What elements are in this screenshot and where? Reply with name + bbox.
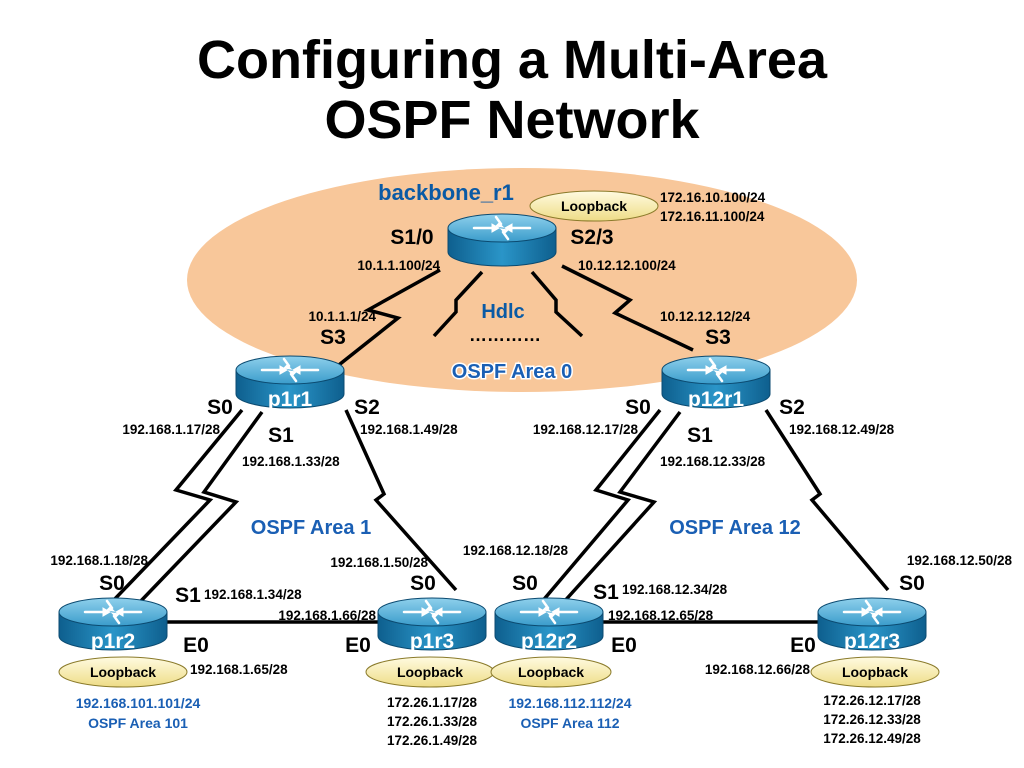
link-p12r1-p12r2-s0	[538, 408, 662, 606]
p1r1-s1-port: S1	[268, 424, 294, 447]
loopback-backbone-label: Loopback	[561, 198, 627, 214]
p12r3-s0-port: S0	[899, 572, 925, 595]
p12r3-e0-port: E0	[790, 634, 816, 657]
area-0-label: OSPF Area 0	[452, 361, 572, 383]
area-1-label: OSPF Area 1	[251, 517, 371, 539]
p1r1-s2-port: S2	[354, 396, 380, 419]
link-p1r1-p1r3	[344, 409, 458, 592]
p12r1-s2-port: S2	[779, 396, 805, 419]
backbone-ip-left: 10.1.1.100/24	[357, 258, 440, 273]
p12r2-s0-port: S0	[512, 572, 538, 595]
p1r3-loopback-ip-3: 172.26.1.49/28	[387, 733, 478, 748]
router-name: p12r2	[521, 630, 577, 653]
title-line-2: OSPF Network	[324, 90, 700, 150]
hdlc-dots: …………	[469, 325, 541, 345]
router-name: p12r3	[844, 630, 900, 653]
p1r3-loopback-ip-2: 172.26.1.33/28	[387, 714, 478, 729]
p12r1-s0-ip: 192.168.12.17/28	[533, 422, 639, 437]
p1r1-s3-port: S3	[320, 326, 346, 349]
p1r3-e0-ip: 192.168.1.66/28	[278, 608, 376, 623]
link-hdlc-right	[530, 270, 584, 338]
p1r2-loopback-ip: 192.168.101.101/24	[76, 695, 201, 711]
p1r3-loopback-ip-1: 172.26.1.17/28	[387, 695, 478, 710]
p12r1-s1-ip: 192.168.12.33/28	[660, 454, 766, 469]
p1r1-s3-ip: 10.1.1.1/24	[308, 309, 376, 324]
p1r2-e0-ip: 192.168.1.65/28	[190, 662, 288, 677]
backbone-loopback-ip-1: 172.16.10.100/24	[660, 190, 766, 205]
page-title: Configuring a Multi-Area OSPF Network	[0, 30, 1024, 150]
backbone-port-left: S1/0	[390, 226, 433, 249]
hdlc-label: Hdlc	[481, 301, 524, 323]
p1r1-s0-ip: 192.168.1.17/28	[122, 422, 220, 437]
loopback-p12r2-label: Loopback	[518, 664, 584, 680]
p12r2-e0-port: E0	[611, 634, 637, 657]
p1r1-s1-ip: 192.168.1.33/28	[242, 454, 340, 469]
loopbacks: Loopback Loopback Loopback Loopback Loop…	[58, 190, 940, 688]
p1r2-e0-port: E0	[183, 634, 209, 657]
p1r3-e0-port: E0	[345, 634, 371, 657]
loopback-p1r2-label: Loopback	[90, 664, 156, 680]
router-p12r1: p12r1	[660, 354, 772, 411]
p12r3-e0-ip: 192.168.12.66/28	[705, 662, 811, 677]
p12r3-loopback-ip-3: 172.26.12.49/28	[823, 731, 921, 746]
loopback-p12r2	[490, 656, 612, 688]
router-name: p12r1	[688, 388, 744, 411]
router-name: p1r1	[268, 388, 313, 411]
link-backbone-p1r1	[328, 268, 441, 374]
p12r3-loopback-ip-2: 172.26.12.33/28	[823, 712, 921, 727]
p1r3-s0-port: S0	[410, 572, 436, 595]
link-backbone-p12r1	[561, 264, 694, 352]
p1r2-s1-ip: 192.168.1.34/28	[204, 587, 302, 602]
links	[108, 264, 890, 624]
p1r2-s0-ip: 192.168.1.18/28	[50, 553, 148, 568]
p1r1-s0-port: S0	[207, 396, 233, 419]
loopback-p12r3-label: Loopback	[842, 664, 908, 680]
link-hdlc-left	[432, 270, 484, 338]
backbone-area-ellipse	[187, 168, 857, 392]
router-p12r3: p12r3	[816, 596, 928, 653]
p12r2-area: OSPF Area 112	[520, 715, 619, 731]
loopback-p1r3-label: Loopback	[397, 664, 463, 680]
router-icon	[446, 212, 558, 268]
router-p1r3: p1r3	[376, 596, 488, 653]
p12r3-s0-ip: 192.168.12.50/28	[907, 553, 1013, 568]
router-p1r1: p1r1	[234, 354, 346, 411]
link-p1r1-p1r2-s1	[136, 410, 264, 606]
p12r2-s1-ip: 192.168.12.34/28	[622, 582, 728, 597]
router-p1r2: p1r2	[57, 596, 169, 653]
p12r1-s2-ip: 192.168.12.49/28	[789, 422, 895, 437]
p12r2-s0-ip: 192.168.12.18/28	[463, 543, 569, 558]
link-p1r1-p1r2-s0	[108, 408, 244, 606]
loopback-backbone	[529, 190, 659, 222]
p1r2-area: OSPF Area 101	[88, 715, 188, 731]
p12r3-loopback-ip-1: 172.26.12.17/28	[823, 693, 921, 708]
p1r2-s0-port: S0	[99, 572, 125, 595]
title-line-1: Configuring a Multi-Area	[197, 30, 827, 90]
p12r2-e0-ip: 192.168.12.65/28	[608, 608, 714, 623]
loopback-p1r2	[58, 656, 188, 688]
p12r1-s0-port: S0	[625, 396, 651, 419]
area-12-label: OSPF Area 12	[669, 517, 801, 539]
backbone-router-name: backbone_r1	[378, 180, 514, 205]
link-p12r1-p12r2-s1	[560, 410, 682, 606]
p1r2-s1-port: S1	[175, 584, 201, 607]
link-p12r1-p12r3	[764, 409, 890, 592]
p12r2-s1-port: S1	[593, 581, 619, 604]
p1r1-s2-ip: 192.168.1.49/28	[360, 422, 458, 437]
p12r1-s3-ip: 10.12.12.12/24	[660, 309, 751, 324]
router-p12r2: p12r2	[493, 596, 605, 653]
router-name: p1r2	[91, 630, 135, 653]
p12r1-s3-port: S3	[705, 326, 731, 349]
backbone-loopback-ip-2: 172.16.11.100/24	[660, 209, 765, 224]
p1r3-s0-ip: 192.168.1.50/28	[330, 555, 428, 570]
loopback-p12r3	[810, 656, 940, 688]
p12r1-s1-port: S1	[687, 424, 713, 447]
backbone-ip-right: 10.12.12.100/24	[578, 258, 676, 273]
backbone-port-right: S2/3	[570, 226, 613, 249]
p12r2-loopback-ip: 192.168.112.112/24	[508, 695, 631, 711]
router-name: p1r3	[410, 630, 454, 653]
router-backbone-r1	[446, 212, 558, 268]
